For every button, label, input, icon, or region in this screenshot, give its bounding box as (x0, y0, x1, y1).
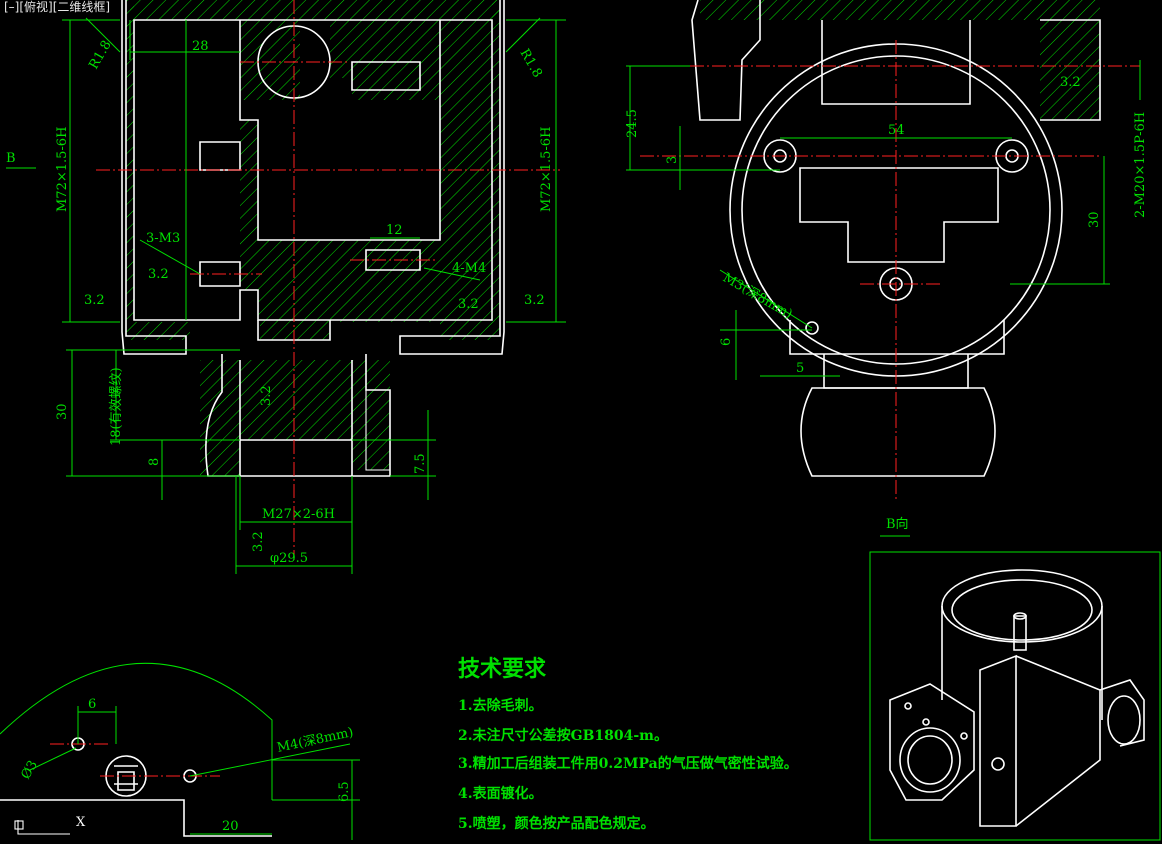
neck-step (365, 390, 390, 471)
rough-left: 3.2 (84, 293, 105, 308)
slot-left (199, 141, 241, 171)
side-rough-top: 3.2 (1060, 75, 1081, 90)
visual-style-menu[interactable]: [二维线框] (52, 0, 111, 14)
side-dim-thread: 2-M20×1.5P-6H (1133, 112, 1148, 218)
tech-item-3: 3.精加工后组装工件用0.2MPa的气压做气密性试验。 (458, 755, 798, 772)
m3-hole (199, 261, 241, 287)
rough-neck: 3.2 (259, 385, 274, 406)
detail-screw-slot (114, 765, 138, 791)
rough-m27: 3.2 (251, 531, 266, 552)
tech-requirements: 技术要求 1.去除毛刺。 2.未注尺寸公差按GB1804-m。 3.精加工后组装… (458, 656, 798, 832)
side-inner-pocket (799, 167, 999, 263)
rough-m3: 3.2 (148, 267, 169, 282)
dim-12: 12 (386, 223, 403, 238)
viewport-controls: [–][俯视][二维线框] (2, 0, 113, 14)
hatch-right-wall (492, 0, 500, 322)
hatch-neck-core (240, 360, 352, 440)
side-dim-54: 54 (888, 123, 905, 138)
side-dim-30: 30 (1087, 211, 1102, 228)
body-left-outline (121, 0, 187, 355)
detail-dim-20: 20 (222, 819, 239, 834)
iso-body-front (979, 654, 1017, 827)
tech-item-4: 4.表面镀化。 (458, 785, 543, 802)
ucs-icon (17, 820, 70, 835)
view-direction-menu[interactable]: [俯视] (19, 0, 53, 14)
side-right-boss (1040, 19, 1101, 121)
side-dim-5: 5 (796, 361, 804, 376)
side-dim-3: 3 (665, 156, 680, 164)
iso-right-boss (1099, 679, 1145, 747)
dim-thread-right: M72×1.5-6H (539, 127, 554, 212)
dim-8: 8 (147, 458, 162, 466)
dim-28: 28 (192, 39, 209, 54)
iso-body-right (1015, 655, 1101, 827)
tech-title: 技术要求 (458, 656, 546, 682)
body-right-outline (399, 0, 505, 355)
detail-base (0, 799, 272, 837)
detail-dim-d3: Ø3 (18, 758, 40, 782)
front-section-view: R1.8 R1.8 28 M72×1.5-6H M72×1.5-6H B 3-M… (6, 0, 566, 574)
cavity-outline (133, 19, 493, 321)
side-dim-24-5: 24.5 (625, 109, 640, 138)
detail-dim-6-5: 6.5 (337, 781, 352, 802)
hatch-top-band (130, 0, 500, 20)
tech-item-2: 2.未注尺寸公差按GB1804-m。 (458, 727, 668, 744)
iso-left-boss (889, 683, 975, 801)
tech-item-5: 5.喷塑，颜色按产品配色规定。 (458, 815, 655, 832)
hatch-bottom-band (126, 322, 500, 340)
inner-cavity (239, 20, 441, 241)
side-top-window (821, 20, 971, 105)
front-dimension-lines (6, 17, 566, 574)
rough-m4: 3.2 (458, 297, 479, 312)
side-view-b: 3.2 24.5 54 3 30 2-M20×1.5P-6H M3(深8mm) … (625, 0, 1148, 537)
hatch-left-wall (126, 0, 134, 322)
hatch-side-top (700, 0, 1040, 20)
dim-holes-m3: 3-M3 (146, 231, 180, 246)
side-dimension-lines (626, 60, 1141, 537)
detail-dim-6: 6 (88, 697, 96, 712)
tech-item-1: 1.去除毛刺。 (458, 697, 543, 714)
dim-thread-left: M72×1.5-6H (55, 127, 70, 212)
iso-left-bore (899, 727, 961, 793)
iso-pin (1013, 615, 1027, 651)
isometric-frame (869, 551, 1161, 841)
dim-m27: M27×2-6H (262, 507, 335, 522)
iso-body-sides (941, 606, 1103, 720)
dim-r-left: R1.8 (86, 38, 114, 72)
hatch-side-top-right (1040, 0, 1100, 120)
hatch-inner-body (240, 20, 492, 322)
side-nut (800, 387, 996, 477)
side-inner-ring (741, 55, 1051, 365)
side-dim-6: 6 (719, 338, 734, 346)
iso-right-bore (1107, 695, 1141, 745)
isometric-view (869, 551, 1161, 841)
side-base (789, 320, 1005, 355)
dim-r-right: R1.8 (517, 47, 545, 81)
side-left-boss (691, 0, 761, 121)
m4-hole (365, 249, 421, 271)
dim-diameter: φ29.5 (270, 551, 308, 566)
ucs-x-label: X (76, 815, 86, 830)
dim-holes-m4: 4-M4 (452, 261, 486, 276)
slot-top (351, 61, 421, 91)
detail-view: 6 Ø3 M4(深8mm) 6.5 20 X (0, 662, 360, 840)
detail-arc (0, 662, 273, 800)
iso-top-inner (951, 579, 1093, 641)
viewport-control-menu[interactable]: [–] (4, 0, 20, 14)
section-arrow-b: B (6, 151, 16, 166)
hatch-top-block (240, 20, 440, 100)
dim-7-5: 7.5 (413, 453, 428, 474)
detail-dimension-lines (29, 706, 360, 840)
side-hole-m3 (805, 321, 819, 335)
iso-small-hole (991, 757, 1005, 771)
neck-thread (239, 360, 353, 476)
rough-right: 3.2 (524, 293, 545, 308)
view-caption-b: B向 (886, 516, 909, 532)
dim-effective-thread: 18(有效螺纹) (109, 367, 124, 446)
dim-30: 30 (55, 403, 70, 420)
